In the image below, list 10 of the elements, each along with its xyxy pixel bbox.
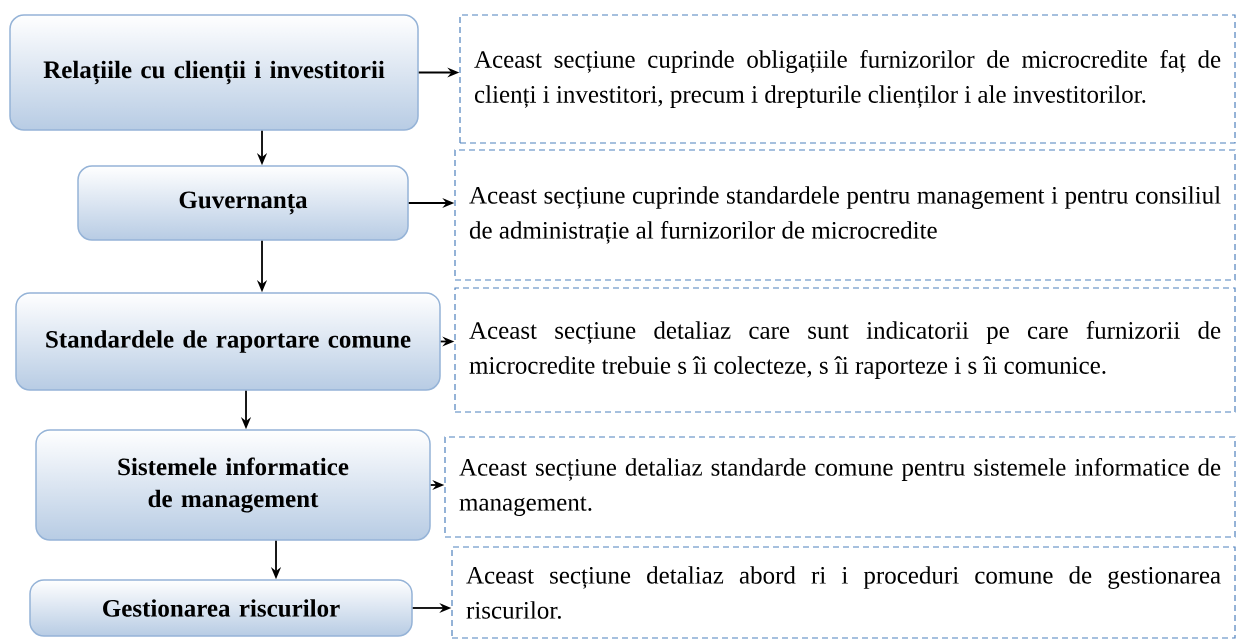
description-box: Aceast secțiune detaliaz abord ri i proceduri comune de gestionarea riscurilor. [451, 546, 1236, 639]
topic-box: Guvernanța [77, 165, 409, 241]
description-box: Aceast secțiune cuprinde obligațiile furnizorilor de microcredite faț de clienți i investitori, precum i drepturile clienților i ale investitorilor. [459, 14, 1236, 144]
description-box: Aceast secțiune detaliaz care sunt indicatorii pe care furnizorii de microcredite trebuie s îi colecteze, s îi raporteze i s îi comunice. [454, 287, 1236, 413]
description-box: Aceast secțiune detaliaz standarde comune pentru sistemele informatice de management. [444, 436, 1236, 538]
topic-box: Standardele de raportare comune [15, 292, 441, 391]
description-box: Aceast secțiune cuprinde standardele pentru management i pentru consiliul de administrație al furnizorilor de microcredite [454, 149, 1236, 281]
topic-box: Gestionarea riscurilor [29, 579, 413, 637]
topic-box: Sistemele informatice de management [35, 429, 431, 541]
topic-box: Relațiile cu clienții i investitorii [9, 14, 419, 131]
